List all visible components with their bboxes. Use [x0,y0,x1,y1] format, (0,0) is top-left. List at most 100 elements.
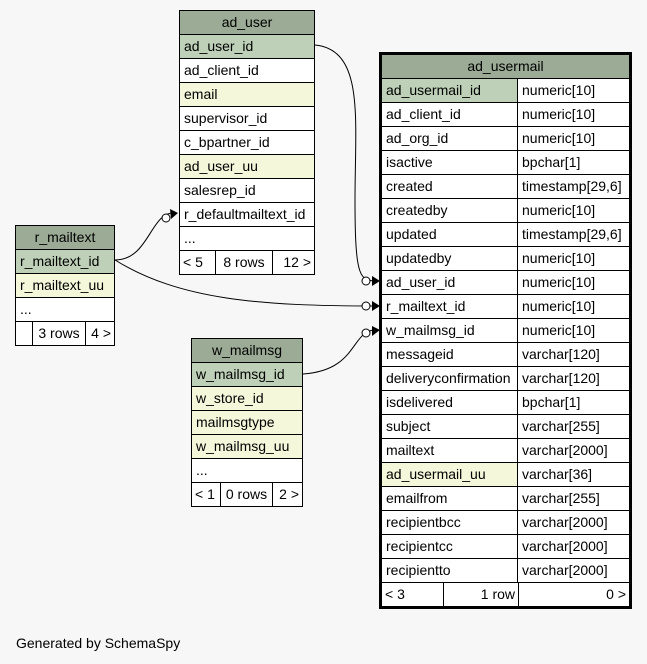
table-row[interactable]: salesrep_id [180,179,314,203]
table-row[interactable]: supervisor_id [180,107,314,131]
table-row[interactable]: r_defaultmailtext_id [180,203,314,227]
column-name: ad_user_id [180,35,314,58]
generated-by-label: Generated by SchemaSpy [16,635,181,651]
footer-parents[interactable]: < 3 [382,583,444,606]
footer-children[interactable]: 4 > [91,325,111,341]
column-name: isdelivered [382,391,518,414]
column-name: mailtext [382,439,518,462]
table-row[interactable]: w_mailmsg_uu [192,435,302,459]
table-footer: < 1 0 rows 2 > [192,483,302,506]
column-name: createdby [382,199,518,222]
footer-parents[interactable]: < 1 [192,483,221,506]
column-type: timestamp[29,6] [522,226,622,242]
edge-mailtext-to-usermail [114,259,379,307]
column-name: ad_org_id [382,127,518,150]
column-type: varchar[255] [522,418,600,434]
table-row[interactable]: mailmsgtype [192,411,302,435]
crowfoot-arrow [372,301,380,311]
column-type: bpchar[1] [522,154,581,170]
edge-mailmsg-to-usermail [302,329,379,375]
column-type: numeric[10] [522,298,596,314]
column-type: numeric[10] [522,82,596,98]
table-row[interactable]: w_mailmsg_id [192,363,302,387]
table-row[interactable]: ... [192,459,302,483]
column-type: varchar[120] [522,370,600,386]
column-name: c_bpartner_id [184,134,270,150]
footer-row-count: 8 rows [216,251,273,274]
table-row[interactable]: c_bpartner_id [180,131,314,155]
column-name: created [382,175,518,198]
column-type: varchar[255] [522,490,600,506]
column-name: r_mailtext_id [382,295,518,318]
column-name: subject [382,415,518,438]
column-type: varchar[2000] [522,538,608,554]
column-name: ad_client_id [382,103,518,126]
column-name: recipientcc [382,535,518,558]
crowfoot-arrow [372,326,380,336]
table-row[interactable]: w_store_id [192,387,302,411]
edge-mailtext-to-ad-user [114,212,177,261]
column-name: w_mailmsg_id [192,363,302,386]
column-name: ... [20,301,32,317]
table-row[interactable]: ad_user_id [180,35,314,59]
column-name: emailfrom [382,487,518,510]
column-type: numeric[10] [522,322,596,338]
column-name: ad_usermail_uu [382,463,518,486]
column-name: w_mailmsg_uu [192,435,302,458]
edge-end-circle [161,213,171,223]
footer-children[interactable]: 2 > [279,486,299,502]
footer-children[interactable]: 12 > [283,254,311,270]
footer-parents[interactable] [16,322,33,345]
column-type: numeric[10] [522,250,596,266]
column-name: deliveryconfirmation [382,367,518,390]
table-footer: < 3 1 row 0 > [382,583,629,606]
column-name: w_store_id [192,387,302,410]
table-row[interactable]: ad_client_id [180,59,314,83]
column-name: salesrep_id [184,182,256,198]
footer-parents[interactable]: < 5 [180,251,216,274]
table-footer: 3 rows 4 > [16,322,114,345]
column-name: r_mailtext_id [16,250,114,273]
column-name: updated [382,223,518,246]
column-name: mailmsgtype [192,411,302,434]
table-row[interactable]: r_mailtext_uu [16,274,114,298]
table-row[interactable]: r_mailtext_id [16,250,114,274]
column-name: r_mailtext_uu [16,274,114,297]
footer-children[interactable]: 0 > [606,586,626,602]
table-row[interactable]: email [180,83,314,107]
column-name: recipientto [382,559,518,582]
column-type: varchar[120] [522,346,600,362]
table-title: r_mailtext [16,226,114,250]
table-title: ad_user [180,11,314,35]
footer-row-count: 3 rows [33,322,86,345]
table-row[interactable]: ... [180,227,314,251]
table-row[interactable]: ... [16,298,114,322]
column-name: w_mailmsg_id [382,319,518,342]
table-row[interactable]: ad_user_uu [180,155,314,179]
